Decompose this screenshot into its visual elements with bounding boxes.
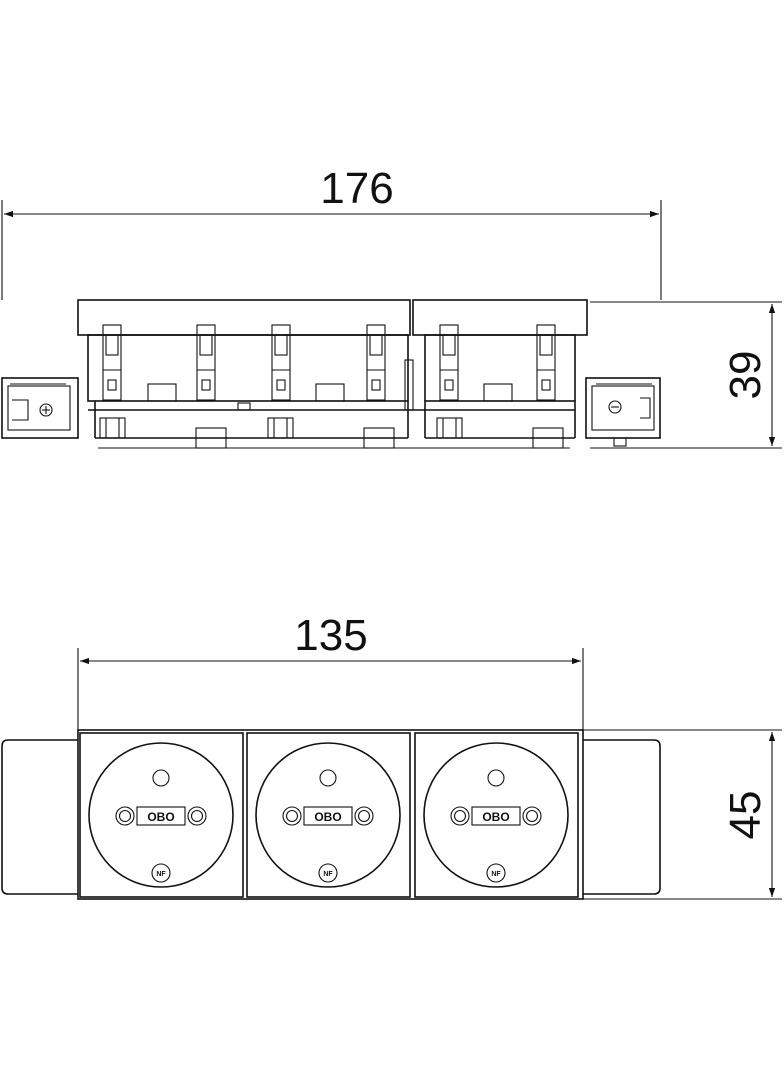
nf-mark-label: NF xyxy=(491,871,501,878)
front-width-dimension: 135 xyxy=(77,611,584,730)
socket-module: OBO NF xyxy=(414,732,579,898)
nf-mark-icon xyxy=(151,863,171,883)
socket-module: OBO NF xyxy=(79,732,244,898)
front-frame xyxy=(77,729,584,900)
side-end-clamp-right xyxy=(585,377,661,447)
socket-face xyxy=(88,742,234,888)
side-screw-terminals xyxy=(98,417,570,449)
nf-mark-icon xyxy=(486,863,506,883)
nf-mark-icon xyxy=(318,863,338,883)
earth-pin-icon xyxy=(319,769,337,787)
side-height-dimension: 39 xyxy=(590,301,782,449)
nf-mark-label: NF xyxy=(156,871,166,878)
front-height-dimension: 45 xyxy=(583,729,782,900)
socket-face xyxy=(255,742,401,888)
front-end-cap-right xyxy=(583,739,661,895)
front-width-label: 135 xyxy=(294,611,367,660)
side-body-left xyxy=(87,334,409,402)
front-view: 135 45 OBO NF xyxy=(1,611,782,900)
side-spring-clips xyxy=(102,324,556,401)
socket-face xyxy=(423,742,569,888)
side-end-clamp-left xyxy=(1,377,79,439)
side-width-label: 176 xyxy=(320,164,393,213)
side-cover-plate-right xyxy=(412,299,588,336)
side-height-label: 39 xyxy=(721,351,770,400)
earth-pin-icon xyxy=(152,769,170,787)
front-end-cap-left xyxy=(1,739,78,895)
front-height-label: 45 xyxy=(721,791,770,840)
nf-mark-label: NF xyxy=(323,871,333,878)
socket-module: OBO NF xyxy=(246,732,411,898)
side-cover-plate-left xyxy=(77,299,411,336)
earth-pin-icon xyxy=(487,769,505,787)
obo-logo: OBO xyxy=(147,810,174,824)
side-view: 176 39 xyxy=(1,164,782,449)
obo-logo: OBO xyxy=(314,810,341,824)
side-width-dimension: 176 xyxy=(1,164,662,300)
obo-logo: OBO xyxy=(482,810,509,824)
